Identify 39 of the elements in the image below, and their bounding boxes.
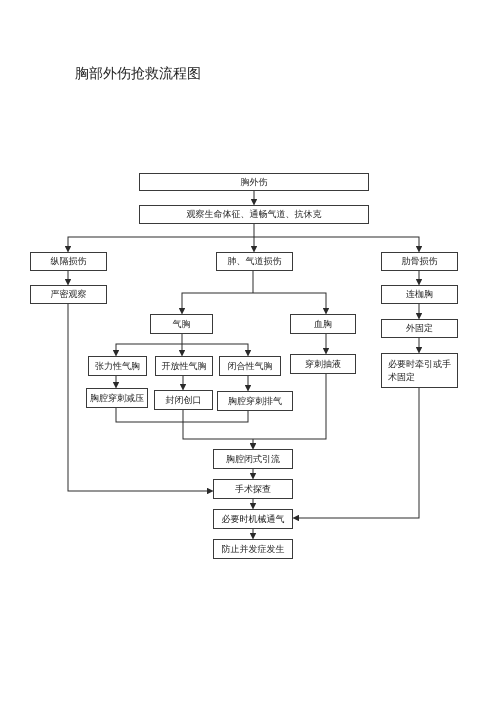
arrow <box>112 376 120 388</box>
process-box: 开放性气胸 <box>155 356 213 376</box>
process-box: 防止并发症发生 <box>213 539 293 559</box>
process-box: 闭合性气胸 <box>219 356 281 376</box>
process-box: 肋骨损伤 <box>381 252 458 271</box>
process-box: 严密观察 <box>30 285 107 304</box>
process-box: 胸腔穿刺排气 <box>217 391 293 411</box>
arrow <box>180 376 186 390</box>
process-box: 外固定 <box>381 319 458 338</box>
arrow <box>416 304 422 320</box>
arrow <box>250 468 256 480</box>
process-box: 穿刺抽液 <box>290 354 356 374</box>
arrow <box>250 190 258 206</box>
arrow <box>250 498 256 510</box>
process-box: 手术探查 <box>213 479 293 499</box>
process-box: 胸外伤 <box>139 173 369 191</box>
arrow <box>292 388 420 522</box>
process-box: 肺、气道损伤 <box>216 252 293 271</box>
arrow <box>254 224 422 252</box>
process-box: 气胸 <box>150 314 213 334</box>
process-box: 封闭创口 <box>154 390 213 410</box>
arrow <box>416 270 422 286</box>
arrow <box>68 304 214 494</box>
arrow <box>250 528 256 540</box>
arrow <box>416 338 422 354</box>
process-box: 必要时牵引或手术固定 <box>381 353 458 388</box>
process-box: 胸腔闭式引流 <box>213 449 293 469</box>
process-box: 必要时机械通气 <box>213 509 293 529</box>
arrow <box>244 376 252 392</box>
title: 胸部外伤抢救流程图 <box>75 65 201 83</box>
arrow <box>252 270 330 314</box>
process-box: 纵隔损伤 <box>30 252 107 271</box>
process-box: 张力性气胸 <box>88 356 147 376</box>
arrow <box>322 334 330 354</box>
process-box: 胸腔穿刺减压 <box>86 388 148 408</box>
arrow <box>64 270 72 286</box>
process-box: 连枷胸 <box>381 285 458 304</box>
process-box: 观察生命体征、通畅气道、抗休克 <box>139 205 369 224</box>
process-box: 血胸 <box>290 314 356 334</box>
